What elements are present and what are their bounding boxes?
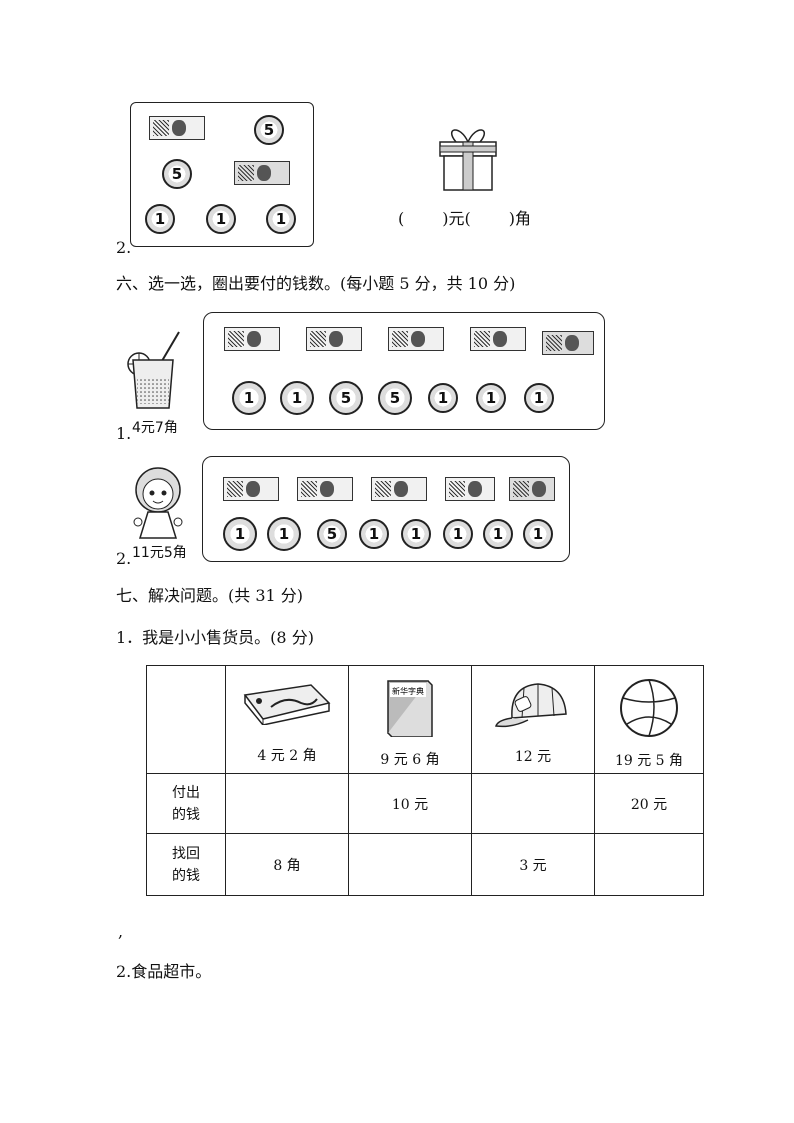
question-1-title: 1．我是小小售货员。(8 分): [116, 628, 314, 647]
table-header-cell: 19 元 5 角: [594, 665, 704, 774]
volleyball-icon: [620, 678, 678, 737]
paid-cell[interactable]: 10 元: [348, 773, 472, 834]
question-2-title: 2.食品超市。: [116, 962, 212, 981]
coin-5: 5: [254, 115, 284, 145]
question-number: 2.: [116, 238, 132, 257]
row-label-paid: 付出的钱: [146, 773, 226, 834]
coin-1: 1: [267, 517, 301, 551]
coin-5: 5: [378, 381, 412, 415]
coin-1: 1: [232, 381, 266, 415]
coin-1: 1: [401, 519, 431, 549]
change-cell[interactable]: [348, 833, 472, 896]
coin-5: 5: [317, 519, 347, 549]
question-number: 2.: [116, 549, 132, 568]
banknote: [223, 477, 279, 501]
item-price: 19 元 5 角: [614, 752, 684, 769]
item-price: 12 元: [514, 748, 552, 765]
cap-icon: [494, 682, 567, 727]
coin-1: 1: [524, 383, 554, 413]
doll-icon: [133, 467, 183, 539]
change-cell[interactable]: 3 元: [471, 833, 595, 896]
banknote: [224, 327, 280, 351]
change-cell[interactable]: 8 角: [225, 833, 349, 896]
coin-1: 1: [428, 383, 458, 413]
coin-5: 5: [329, 381, 363, 415]
coin-1: 1: [483, 519, 513, 549]
pencil-case-icon: [243, 683, 331, 725]
drink-glass-icon: [127, 331, 180, 409]
banknote: [509, 477, 555, 501]
stray-comma: ,: [118, 922, 124, 941]
banknote: [445, 477, 495, 501]
coin-1: 1: [523, 519, 553, 549]
banknote: [371, 477, 427, 501]
paid-cell[interactable]: [225, 773, 349, 834]
coin-5: 5: [162, 159, 192, 189]
coin-1: 1: [145, 204, 175, 234]
money-box-item2: 1 1 5 1 1 1 1 1: [202, 456, 570, 562]
table-corner-cell: [146, 665, 226, 774]
coin-1: 1: [206, 204, 236, 234]
banknote: [149, 116, 205, 140]
banknote: [234, 161, 290, 185]
change-cell[interactable]: [594, 833, 704, 896]
banknote: [388, 327, 444, 351]
banknote: [297, 477, 353, 501]
shop-table: 4 元 2 角 新华字典 9 元 6 角 12 元: [146, 665, 704, 896]
coin-1: 1: [280, 381, 314, 415]
banknote: [470, 327, 526, 351]
section-7-title: 七、解决问题。(共 31 分): [116, 586, 304, 605]
paid-cell[interactable]: [471, 773, 595, 834]
coin-1: 1: [443, 519, 473, 549]
item-price: 4元7角: [132, 420, 178, 436]
row-label-change: 找回的钱: [146, 833, 226, 896]
coin-1: 1: [266, 204, 296, 234]
dictionary-book-icon: 新华字典: [387, 679, 433, 737]
svg-text:新华字典: 新华字典: [392, 686, 424, 696]
table-header-cell: 4 元 2 角: [225, 665, 349, 774]
item-price: 9 元 6 角: [380, 751, 440, 768]
coin-1: 1: [359, 519, 389, 549]
coin-1: 1: [476, 383, 506, 413]
table-header-cell: 12 元: [471, 665, 595, 774]
coin-1: 1: [223, 517, 257, 551]
gift-box-icon: [439, 129, 497, 191]
money-box-q2: 5 5 1 1 1: [130, 102, 314, 247]
gift-price-answer[interactable]: ()元()角: [398, 209, 531, 228]
banknote: [306, 327, 362, 351]
money-box-item1: 1 1 5 5 1 1 1: [203, 312, 605, 430]
paid-cell[interactable]: 20 元: [594, 773, 704, 834]
table-header-cell: 新华字典 9 元 6 角: [348, 665, 472, 774]
item-price: 11元5角: [132, 545, 187, 561]
item-price: 4 元 2 角: [257, 747, 317, 764]
section-6-title: 六、选一选，圈出要付的钱数。(每小题 5 分，共 10 分): [116, 274, 516, 293]
question-number: 1.: [116, 424, 132, 443]
banknote: [542, 331, 594, 355]
